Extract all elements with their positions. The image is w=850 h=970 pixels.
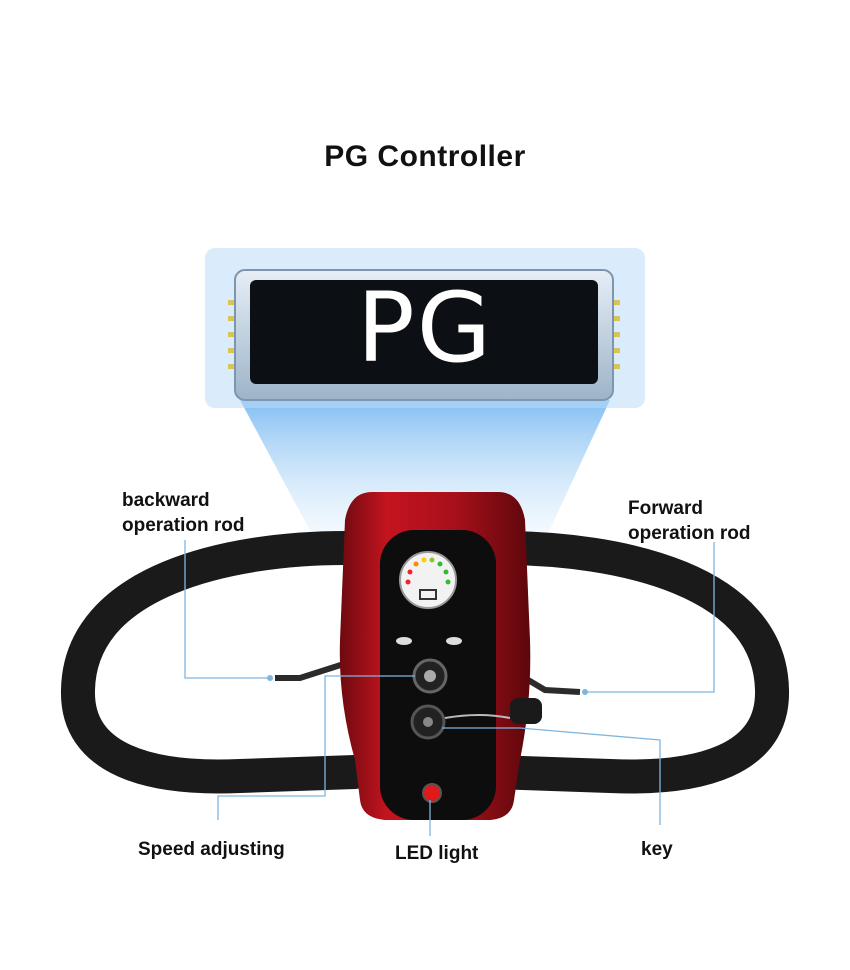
- turtle-icon: [396, 637, 412, 645]
- battery-gauge-icon: [399, 551, 457, 609]
- label-key: key: [641, 839, 673, 860]
- led-light: [422, 783, 442, 803]
- label-backward-line1: backward: [122, 490, 210, 511]
- label-forward-line2: operation rod: [628, 523, 751, 544]
- rabbit-icon: [446, 637, 462, 645]
- label-led-light: LED light: [395, 843, 479, 864]
- label-speed-adjusting: Speed adjusting: [138, 839, 285, 860]
- page-title: PG Controller: [324, 140, 526, 173]
- backward-lever: [275, 659, 351, 681]
- label-forward-line1: Forward: [628, 498, 703, 519]
- screen-panel: [250, 280, 598, 384]
- callout-lines: [184, 540, 715, 836]
- handlebar-inner: [130, 601, 720, 738]
- label-backward-operation-rod: backward operation rod: [122, 488, 244, 538]
- battery-icon: [419, 589, 437, 600]
- battery-led-dots: [405, 557, 451, 585]
- key-fob: [510, 698, 542, 724]
- callout-dots: [267, 675, 588, 695]
- key-ring: [444, 714, 511, 719]
- handlebar: [61, 531, 789, 794]
- label-backward-line2: operation rod: [122, 515, 245, 536]
- label-forward-operation-rod: Forward operation rod: [628, 496, 750, 546]
- screen-pg-text: PG: [356, 272, 494, 384]
